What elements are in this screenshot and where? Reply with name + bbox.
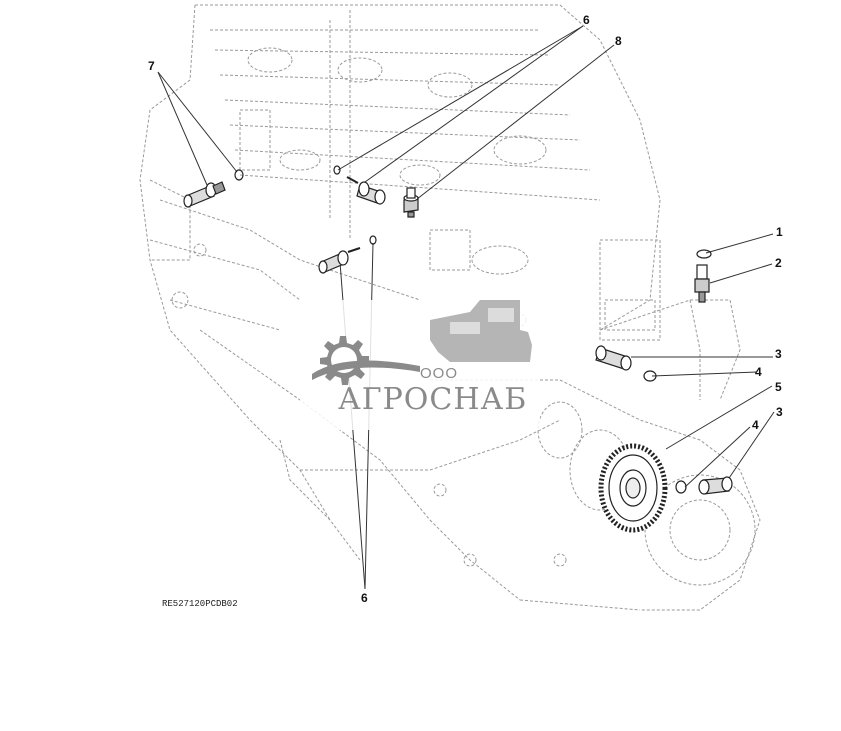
pressure-switch-part-8 — [403, 187, 419, 218]
sensor-part-6-middle — [318, 235, 377, 274]
parts — [183, 165, 733, 533]
sender-part-2 — [694, 264, 710, 303]
callout-7: 7 — [148, 59, 155, 73]
sensor-part-3-lower — [675, 476, 733, 495]
sensor-part-3-upper — [595, 345, 657, 382]
callout-2: 2 — [775, 256, 782, 270]
engine-block-drawing — [139, 4, 761, 611]
watermark-name: АГРОСНАБ — [338, 382, 527, 417]
sensor-part-6-top — [333, 165, 386, 205]
sensor-part-7 — [183, 169, 244, 208]
watermark-prefix: ООО — [420, 365, 458, 382]
callout-4-upper: 4 — [755, 365, 762, 379]
callout-6-top: 6 — [583, 13, 590, 27]
callout-1: 1 — [776, 225, 783, 239]
gear-logo-icon — [312, 336, 420, 385]
watermark: ООО АГРОСНАБ — [300, 300, 540, 430]
drawing-code-label: RE527120PCDB02 — [162, 599, 238, 609]
o-ring-part-1 — [696, 249, 712, 259]
callout-8: 8 — [615, 34, 622, 48]
callout-6-bottom: 6 — [361, 591, 368, 605]
truck-icon — [430, 300, 532, 362]
callout-3-upper: 3 — [775, 347, 782, 361]
callouts: 7 6 8 1 2 3 4 5 3 4 6 — [148, 13, 783, 605]
tone-wheel-part-5 — [598, 443, 668, 533]
callout-3-lower: 3 — [776, 405, 783, 419]
callout-4-lower: 4 — [752, 418, 759, 432]
callout-5: 5 — [775, 380, 782, 394]
